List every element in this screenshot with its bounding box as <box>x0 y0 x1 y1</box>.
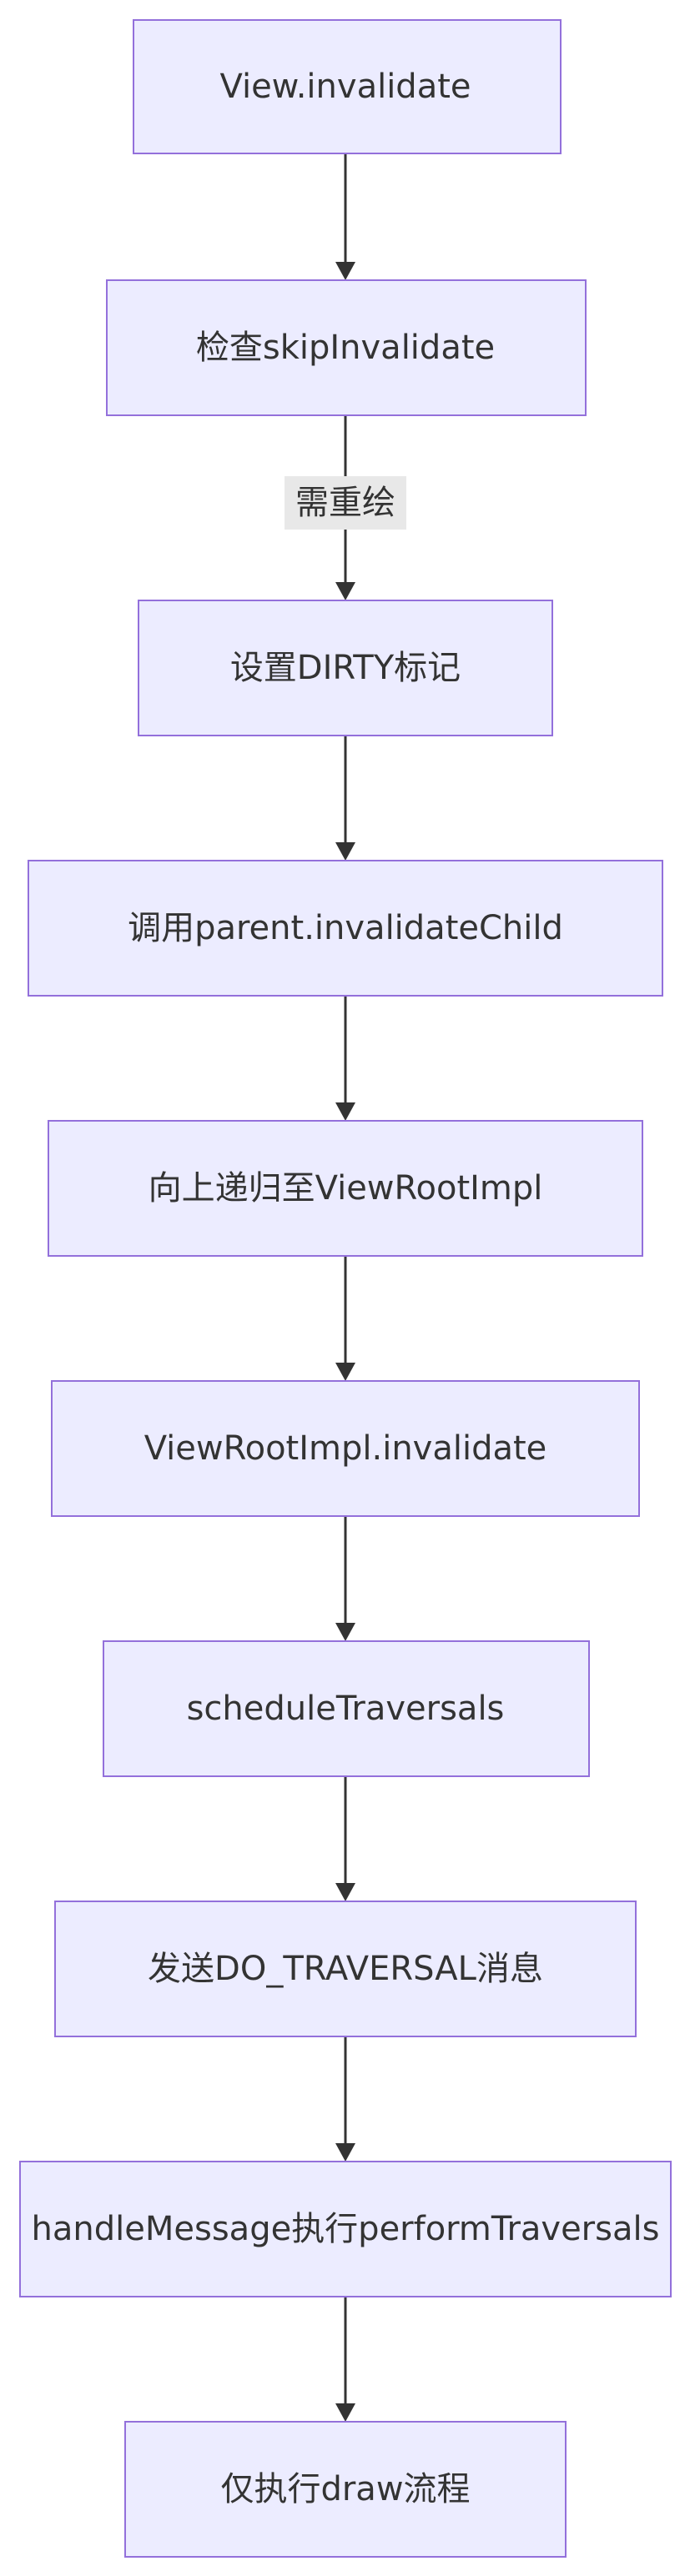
flow-node-n4: 调用parent.invalidateChild <box>28 860 663 997</box>
flow-node-box <box>133 19 562 154</box>
flow-node-n3: 设置DIRTY标记 <box>138 600 553 736</box>
flow-edge-n1-n2 <box>335 153 355 280</box>
flow-node-n1: View.invalidate <box>133 19 562 154</box>
flow-node-box <box>48 1120 643 1257</box>
flow-node-n6: ViewRootImpl.invalidate <box>51 1380 640 1517</box>
arrowhead-icon <box>335 2403 355 2422</box>
flow-node-n2: 检查skipInvalidate <box>106 279 587 416</box>
flow-node-box <box>106 279 587 416</box>
flow-edge-n7-n8 <box>335 1776 355 1901</box>
edge-label: 需重绘 <box>295 484 395 522</box>
nodes-layer: View.invalidate 检查skipInvalidate 设置DIRTY标记… <box>19 19 672 2558</box>
flow-edge-n4-n5 <box>335 996 355 1121</box>
flow-edge-n5-n6 <box>335 1256 355 1381</box>
flow-node-n7: scheduleTraversals <box>103 1640 590 1777</box>
flow-node-label: View.invalidate <box>219 68 471 106</box>
flow-node-n8: 发送DO_TRAVERSAL消息 <box>54 1901 637 2037</box>
flow-edge-n3-n4 <box>335 736 355 861</box>
flow-edge-n6-n7 <box>335 1516 355 1641</box>
arrowhead-icon <box>335 582 355 600</box>
arrowhead-icon <box>335 1883 355 1901</box>
flow-node-box <box>28 860 663 997</box>
arrowhead-icon <box>335 842 355 861</box>
flow-node-box <box>51 1380 640 1517</box>
flow-node-n5: 向上递归至ViewRootImpl <box>48 1120 643 1257</box>
flow-node-box <box>138 600 553 736</box>
flow-edge-n9-n10 <box>335 2297 355 2422</box>
flow-node-label: scheduleTraversals <box>187 1690 505 1728</box>
flow-node-label: handleMessage执行performTraversals <box>32 2210 660 2248</box>
flow-node-label: 向上递归至ViewRootImpl <box>149 1169 543 1208</box>
arrowhead-icon <box>335 1363 355 1381</box>
arrowhead-icon <box>335 262 355 280</box>
flow-node-label: 发送DO_TRAVERSAL消息 <box>148 1950 543 1988</box>
flow-node-label: ViewRootImpl.invalidate <box>144 1429 547 1468</box>
edges-layer: 需重绘 <box>285 153 406 2422</box>
flow-node-label: 设置DIRTY标记 <box>230 649 461 687</box>
arrowhead-icon <box>335 2143 355 2162</box>
flow-node-box <box>103 1640 590 1777</box>
arrowhead-icon <box>335 1102 355 1121</box>
flow-node-label: 检查skipInvalidate <box>196 329 495 367</box>
arrowhead-icon <box>335 1623 355 1641</box>
flow-node-n9: handleMessage执行performTraversals <box>19 2161 672 2297</box>
flow-edge-n2-n3: 需重绘 <box>285 415 406 600</box>
flow-node-box <box>124 2421 567 2558</box>
flow-node-n10: 仅执行draw流程 <box>124 2421 567 2558</box>
flow-edge-n8-n9 <box>335 2036 355 2162</box>
flow-node-box <box>19 2161 672 2297</box>
edge-label-background <box>285 476 406 530</box>
flow-node-label: 调用parent.invalidateChild <box>128 909 563 947</box>
flow-node-box <box>54 1901 637 2037</box>
flow-node-label: 仅执行draw流程 <box>220 2470 470 2508</box>
